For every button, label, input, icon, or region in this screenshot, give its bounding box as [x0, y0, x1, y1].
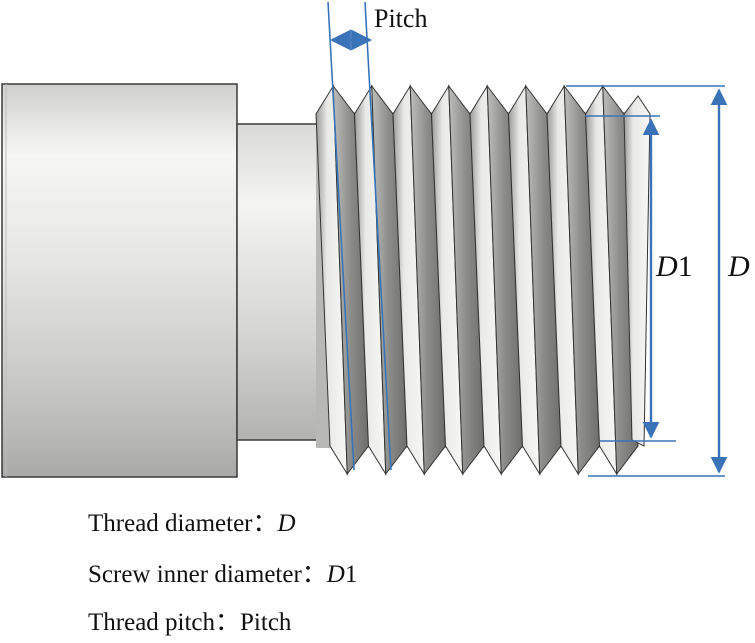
caption-thread-pitch: Thread pitch：Pitch: [88, 609, 292, 636]
thread-flank-dark: [602, 84, 639, 476]
pitch-line-left: [327, 1, 355, 471]
pitch-label: Pitch: [374, 4, 427, 33]
d1-label: D1: [655, 250, 693, 283]
thread-teeth: [315, 84, 651, 476]
pitch-line-right: [364, 1, 392, 471]
shaft-neck: [236, 123, 318, 441]
caption-thread-diameter: Thread diameter：D: [88, 510, 296, 537]
caption-screw-inner-diameter: Screw inner diameter：D1: [88, 561, 358, 588]
d-label: D: [727, 250, 750, 283]
shaft-body: [1, 83, 238, 478]
threaded-shaft-diagram: Pitch D1 D: [1, 1, 750, 478]
dimension-lines: [327, 1, 728, 477]
